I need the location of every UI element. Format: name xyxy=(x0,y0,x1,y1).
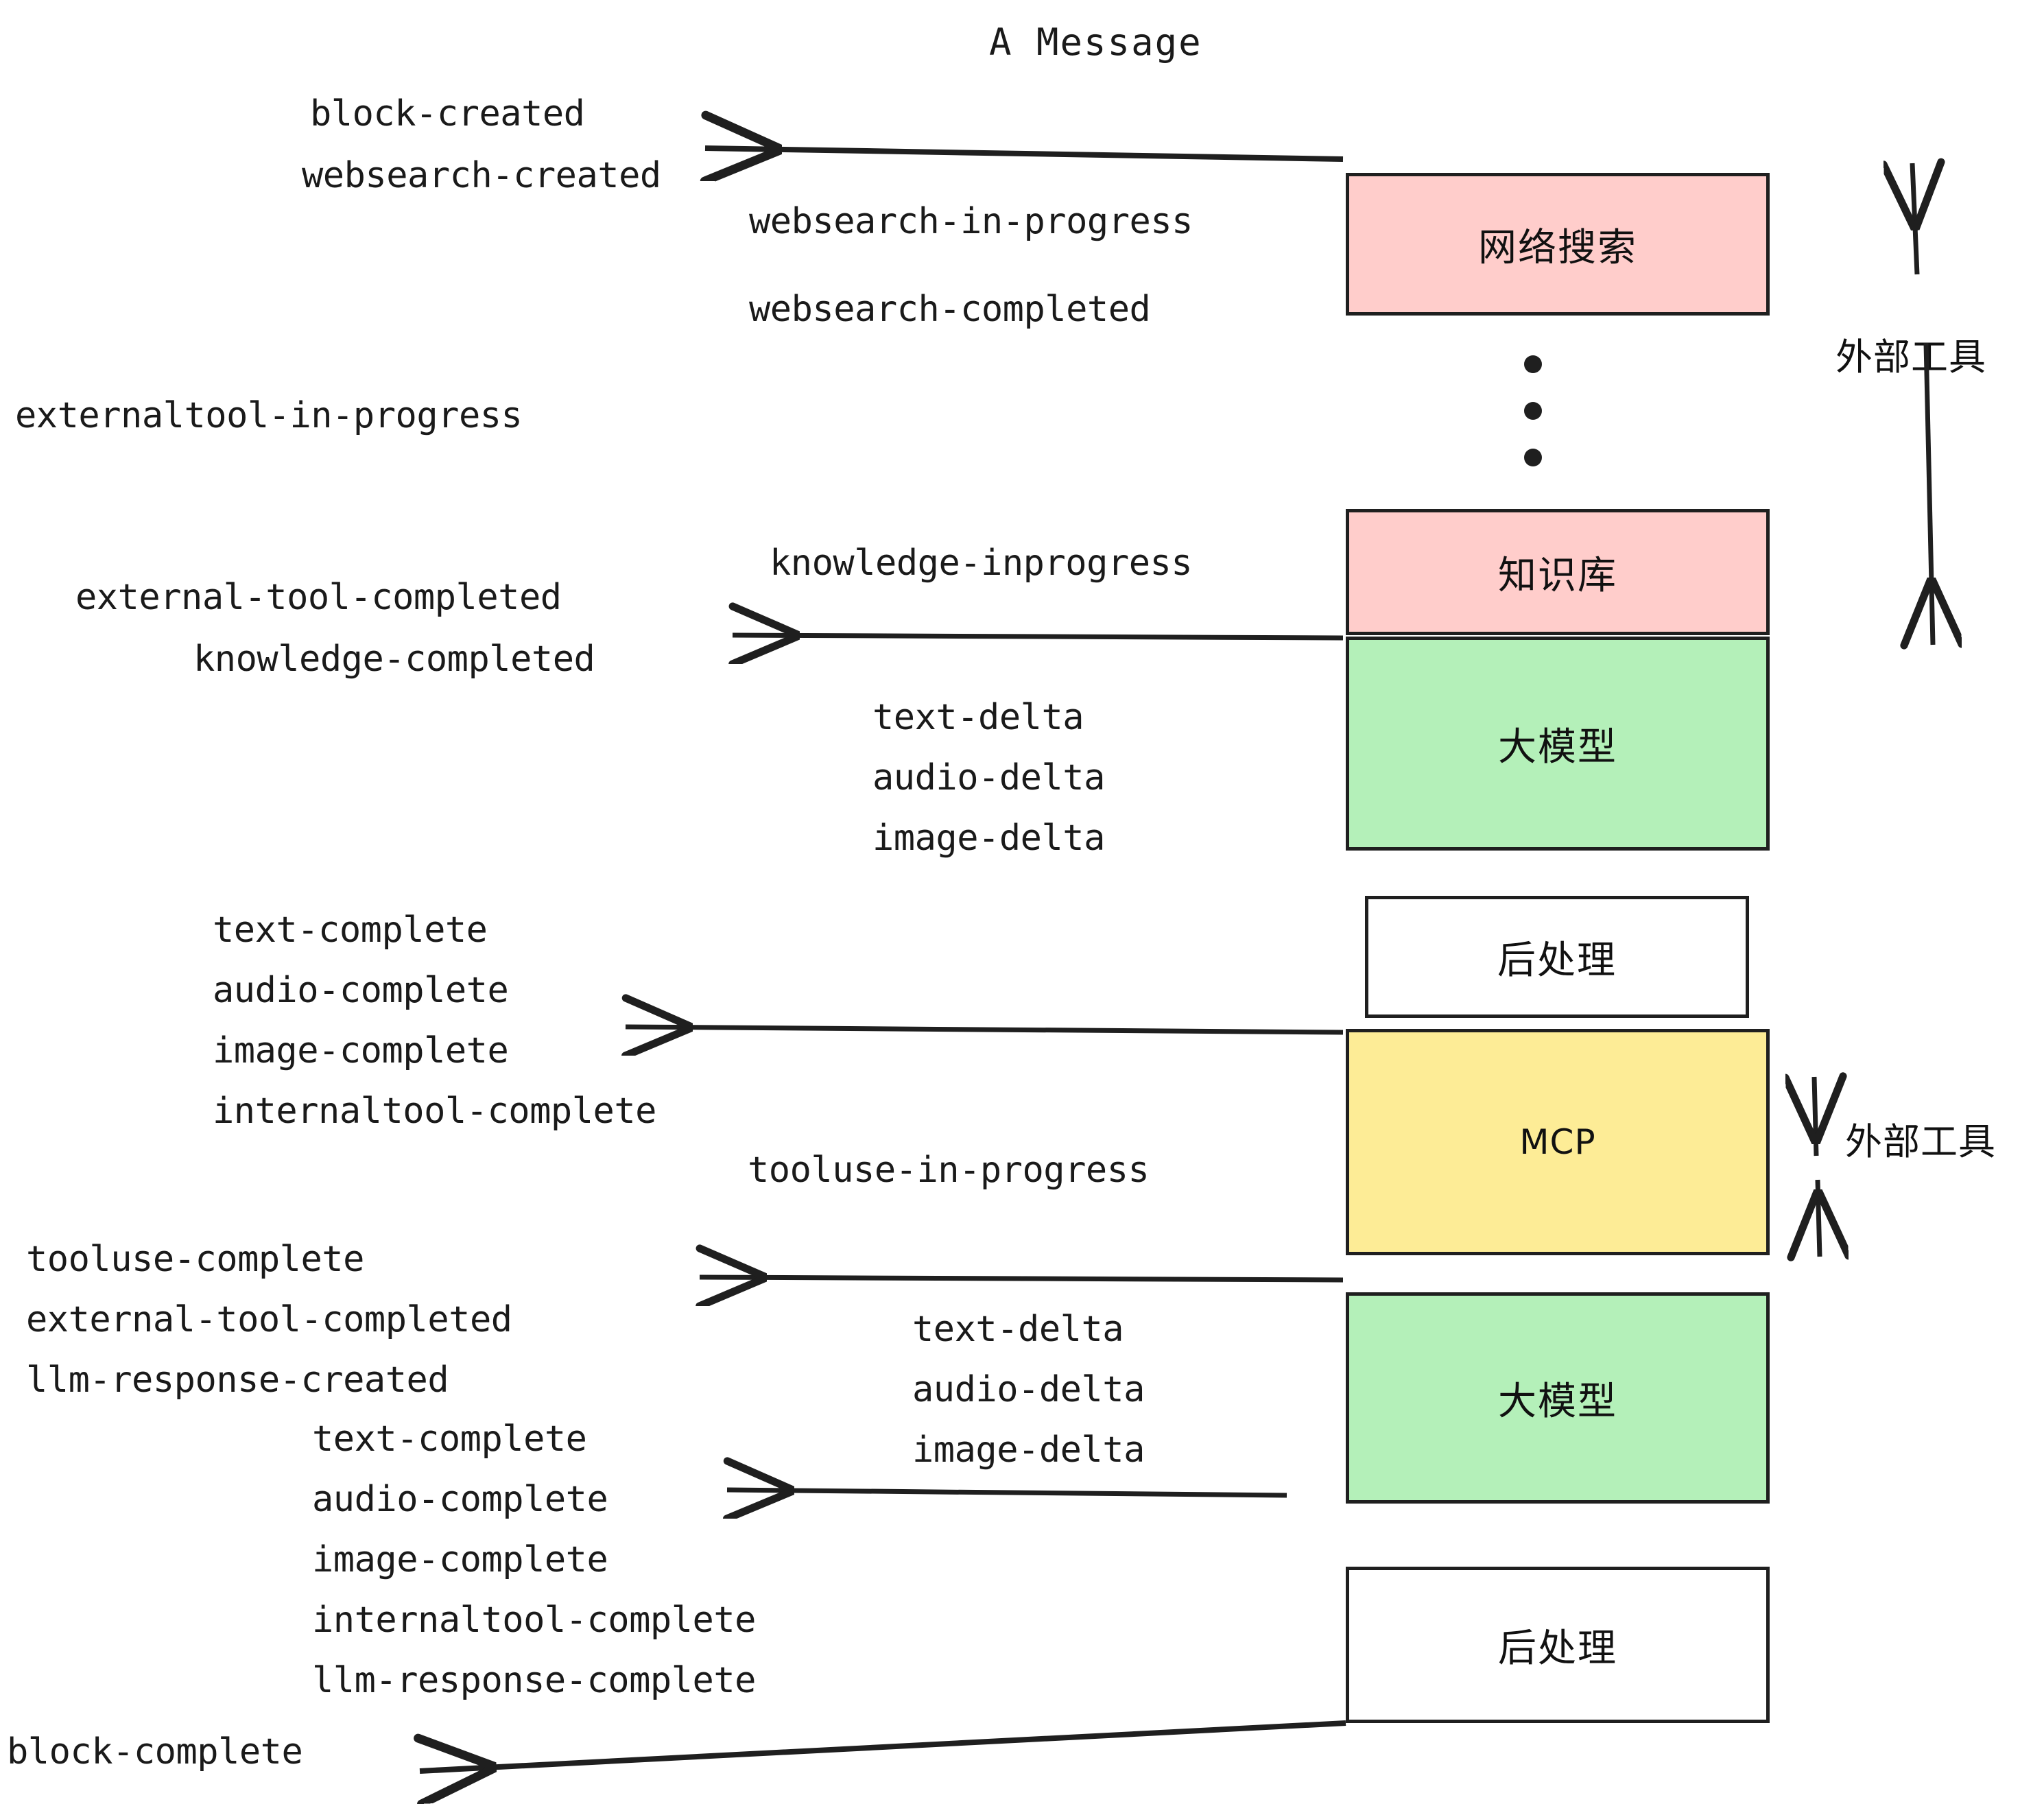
arrow-llm2-to-audio-complete xyxy=(727,1490,1287,1495)
event-label-block-created: block-created xyxy=(310,93,585,134)
event-label-websearch-in-progress: websearch-in-progress xyxy=(749,201,1193,242)
event-label-text-complete-2: text-complete xyxy=(312,1419,587,1460)
event-label-audio-delta-1: audio-delta xyxy=(872,757,1105,798)
event-label-tooluse-in-progress: tooluse-in-progress xyxy=(748,1150,1150,1191)
event-label-image-delta-1: image-delta xyxy=(872,818,1105,859)
event-label-external-tool-completed-2: external-tool-completed xyxy=(26,1299,512,1340)
event-label-audio-complete-1: audio-complete xyxy=(213,970,509,1011)
event-label-internaltool-complete-2: internaltool-complete xyxy=(312,1600,756,1641)
event-label-audio-delta-2: audio-delta xyxy=(912,1369,1145,1410)
ellipsis-dot-2 xyxy=(1524,402,1542,420)
event-label-llm-response-created: llm-response-created xyxy=(26,1360,449,1401)
event-label-image-delta-2: image-delta xyxy=(912,1429,1145,1471)
event-label-llm-response-complete: llm-response-complete xyxy=(312,1660,756,1701)
ellipsis-dot-1 xyxy=(1524,355,1542,373)
node-mcp[interactable]: MCP xyxy=(1346,1029,1770,1255)
event-label-tooluse-complete: tooluse-complete xyxy=(26,1239,364,1280)
node-websearch[interactable]: 网络搜索 xyxy=(1346,173,1770,316)
arrow-external-tools-top-up xyxy=(1912,163,1917,275)
event-label-internaltool-complete-1: internaltool-complete xyxy=(213,1091,656,1132)
arrow-external-tools-bottom-up xyxy=(1814,1077,1816,1156)
arrow-postprocess2-to-block-complete xyxy=(420,1720,1346,1771)
event-label-block-complete: block-complete xyxy=(7,1731,303,1772)
page-title: A Message xyxy=(989,21,1202,64)
event-label-externaltool-in-progress: externaltool-in-progress xyxy=(15,395,523,436)
event-label-image-complete-2: image-complete xyxy=(312,1539,608,1580)
ellipsis-dot-3 xyxy=(1524,449,1542,466)
event-label-websearch-completed: websearch-completed xyxy=(749,289,1151,330)
node-postprocess-1[interactable]: 后处理 xyxy=(1365,896,1749,1018)
node-postprocess-2[interactable]: 后处理 xyxy=(1346,1567,1770,1723)
event-label-text-delta-1: text-delta xyxy=(872,697,1084,738)
event-label-knowledge-completed: knowledge-completed xyxy=(193,639,595,680)
arrow-postprocess1-to-image-complete xyxy=(626,1027,1344,1032)
arrow-llm1-to-knowledge-completed xyxy=(733,635,1344,638)
event-label-audio-complete-2: audio-complete xyxy=(312,1479,608,1520)
side-label-external-tools-bottom: 外部工具 xyxy=(1845,1120,1996,1163)
node-knowledge[interactable]: 知识库 xyxy=(1346,509,1770,635)
node-llm-1[interactable]: 大模型 xyxy=(1346,637,1770,851)
arrow-external-tools-bottom-down xyxy=(1818,1179,1820,1257)
side-label-external-tools-top: 外部工具 xyxy=(1835,335,1986,379)
event-label-external-tool-completed-1: external-tool-completed xyxy=(75,577,562,618)
event-label-text-complete-1: text-complete xyxy=(213,910,488,951)
event-label-knowledge-inprogress: knowledge-inprogress xyxy=(770,543,1193,584)
node-llm-2[interactable]: 大模型 xyxy=(1346,1292,1770,1504)
arrow-websearch-to-created xyxy=(705,148,1344,159)
arrow-mcp-to-tooluse-complete xyxy=(700,1277,1344,1280)
event-label-text-delta-2: text-delta xyxy=(912,1309,1124,1350)
arrow-external-tools-top-down xyxy=(1926,342,1933,645)
event-label-websearch-created: websearch-created xyxy=(302,155,661,196)
event-label-image-complete-1: image-complete xyxy=(213,1030,509,1071)
